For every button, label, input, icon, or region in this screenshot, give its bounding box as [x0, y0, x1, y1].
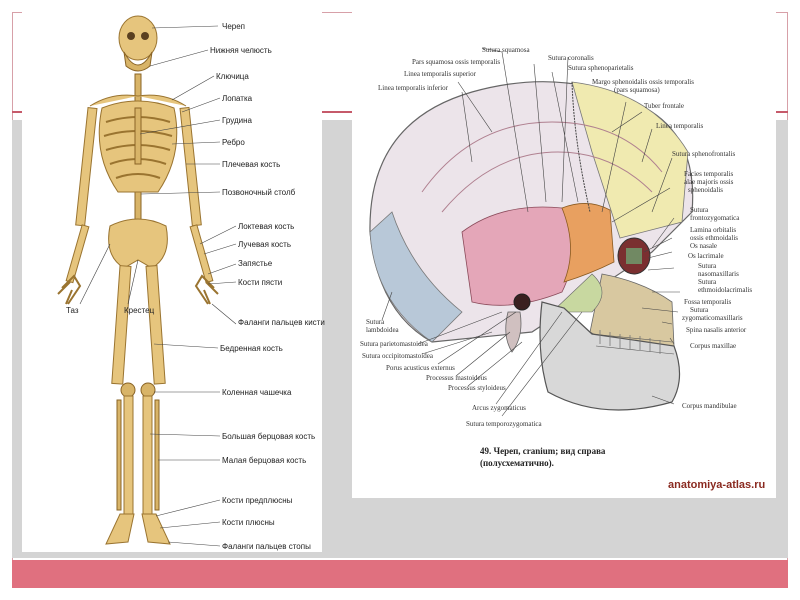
label-sutura-parietomastoidea: Sutura parietomastoidea — [360, 340, 429, 348]
label-metacarpals: Кости пясти — [238, 278, 282, 287]
label-tuber-frontale: Tuber frontale — [644, 102, 684, 110]
label-tarsals: Кости предплюсны — [222, 496, 293, 505]
label-sutura-temporozygomatica: Sutura temporozygomatica — [466, 420, 543, 428]
label-frontozygomatica: frontozygomatica — [690, 214, 740, 222]
label-sutura-occipitomastoidea: Sutura occipitomastoidea — [362, 352, 434, 360]
label-processus-styloideus: Processus styloideus — [448, 384, 506, 392]
label-nasomaxillaris: nasomaxillaris — [698, 270, 739, 278]
label-alae-majoris: alae majoris ossis — [684, 178, 734, 186]
label-fossa-temporalis: Fossa temporalis — [684, 298, 732, 306]
label-sutura-5: Sutura — [366, 318, 385, 326]
label-corpus-maxillae: Corpus maxillae — [690, 342, 736, 350]
label-spina-nasalis: Spina nasalis anterior — [686, 326, 747, 334]
label-sutura-4: Sutura — [690, 306, 709, 314]
label-hand-phalanges: Фаланги пальцев кисти — [238, 318, 325, 327]
label-arcus-zygomaticus: Arcus zygomaticus — [472, 404, 526, 412]
label-pars-squamosa-note: (pars squamosa) — [614, 86, 660, 94]
label-os-lacrimale: Os lacrimale — [688, 252, 724, 260]
label-sutura-sphenoparietalis: Sutura sphenoparietalis — [568, 64, 634, 72]
skeleton-figure: Череп Нижняя челюсть Ключица Лопатка Гру… — [57, 15, 325, 551]
label-carpus: Запястье — [238, 259, 273, 268]
label-radius: Лучевая кость — [238, 240, 291, 249]
skull-figure: Sutura squamosa Pars squamosa ossis temp… — [360, 46, 765, 491]
label-pelvis: Таз — [66, 306, 79, 315]
label-spine: Позвоночный столб — [222, 188, 296, 197]
label-sutura-2: Sutura — [698, 262, 717, 270]
label-pars-squamosa: Pars squamosa ossis temporalis — [412, 58, 500, 66]
label-humerus: Плечевая кость — [222, 160, 280, 169]
label-clavicle: Ключица — [216, 72, 249, 81]
label-os-nasale: Os nasale — [690, 242, 717, 250]
label-rib: Ребро — [222, 138, 245, 147]
label-linea-temporalis: Linea temporalis — [656, 122, 704, 130]
label-porus-acusticus: Porus acusticus externus — [386, 364, 455, 372]
label-sutura-squamosa: Sutura squamosa — [482, 46, 531, 54]
label-sutura-coronalis: Sutura coronalis — [548, 54, 594, 62]
label-sutura-1: Sutura — [690, 206, 709, 214]
label-metatarsals: Кости плюсны — [222, 518, 275, 527]
label-processus-mastoideus: Processus mastoideus — [426, 374, 487, 382]
label-patella: Коленная чашечка — [222, 388, 292, 397]
figure-caption-line1: 49. Череп, cranium; вид справа — [480, 446, 606, 456]
label-lambdoidea: lambdoidea — [366, 326, 400, 334]
label-sphenoidalis: sphenoidalis — [688, 186, 723, 194]
skeleton-illustration: Череп Нижняя челюсть Ключица Лопатка Гру… — [22, 4, 325, 552]
figure-caption-line2: (полусхематично). — [480, 458, 554, 468]
skull-illustration: Sutura squamosa Pars squamosa ossis temp… — [352, 12, 776, 498]
label-linea-temporalis-inferior: Linea temporalis inferior — [378, 84, 449, 92]
label-foot-phalanges: Фаланги пальцев стопы — [222, 542, 311, 551]
label-tibia: Большая берцовая кость — [222, 432, 315, 441]
label-lamina-orbitalis: Lamina orbitalis — [690, 226, 736, 234]
label-ulna: Локтевая кость — [238, 222, 294, 231]
label-fibula: Малая берцовая кость — [222, 456, 306, 465]
label-femur: Бедренная кость — [220, 344, 283, 353]
bottom-accent-bar — [12, 560, 788, 588]
label-margo-sphenoidalis: Margo sphenoidalis ossis temporalis — [592, 78, 694, 86]
label-mandible: Нижняя челюсть — [210, 46, 272, 55]
label-sutura-sphenofrontalis: Sutura sphenofrontalis — [672, 150, 735, 158]
label-skull: Череп — [222, 22, 245, 31]
label-sacrum: Крестец — [124, 306, 155, 315]
source-watermark: anatomiya-atlas.ru — [668, 479, 765, 491]
label-ossis-ethmoidalis: ossis ethmoidalis — [690, 234, 738, 242]
label-facies-temporalis: Facies temporalis — [684, 170, 733, 178]
label-zygomaticomaxillaris: zygomaticomaxillaris — [682, 314, 743, 322]
label-sternum: Грудина — [222, 116, 253, 125]
label-linea-temporalis-superior: Linea temporalis superior — [404, 70, 477, 78]
label-scapula: Лопатка — [222, 94, 253, 103]
label-ethmoidolacrimalis: ethmoidolacrimalis — [698, 286, 752, 294]
label-sutura-3: Sutura — [698, 278, 717, 286]
label-corpus-mandibulae: Corpus mandibulae — [682, 402, 737, 410]
